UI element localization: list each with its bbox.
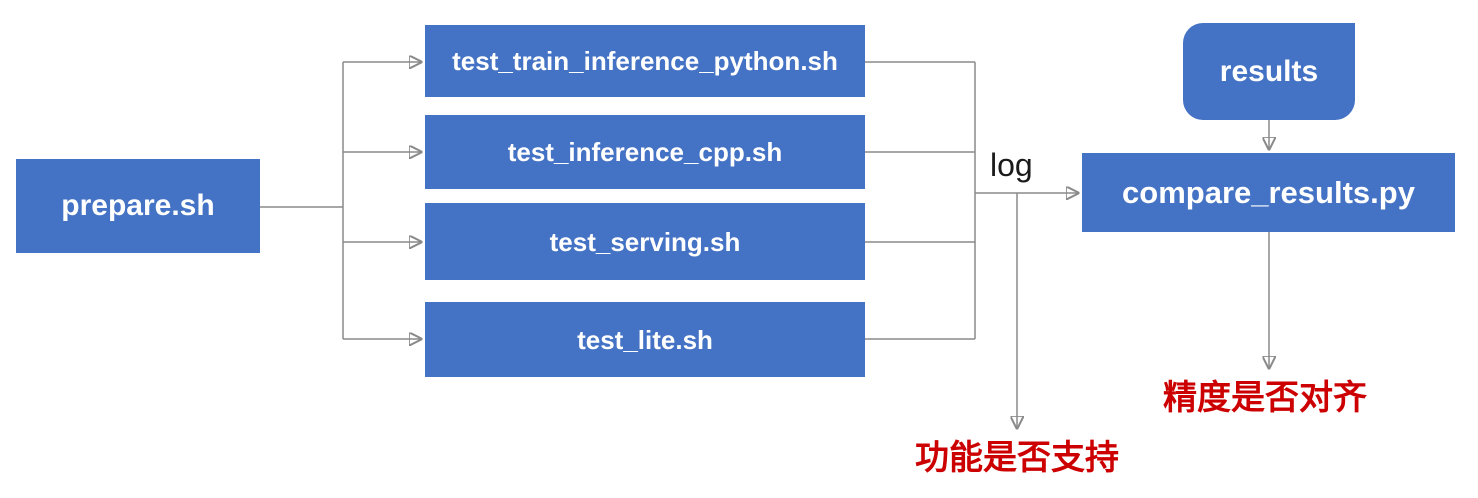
- node-test-lite-sh: test_lite.sh: [425, 302, 865, 377]
- node-results: results: [1183, 23, 1355, 120]
- node-compare-results-py: compare_results.py: [1082, 153, 1455, 232]
- outcome-precision-align: 精度是否对齐: [1163, 379, 1367, 417]
- edge-label-log: log: [990, 147, 1033, 183]
- node-test-train-inference-python-sh: test_train_inference_python.sh: [425, 25, 865, 97]
- node-test-serving-sh: test_serving.sh: [425, 203, 865, 280]
- node-prepare-sh: prepare.sh: [16, 159, 260, 253]
- outcome-function-support: 功能是否支持: [915, 439, 1119, 477]
- node-test-inference-cpp-sh: test_inference_cpp.sh: [425, 115, 865, 189]
